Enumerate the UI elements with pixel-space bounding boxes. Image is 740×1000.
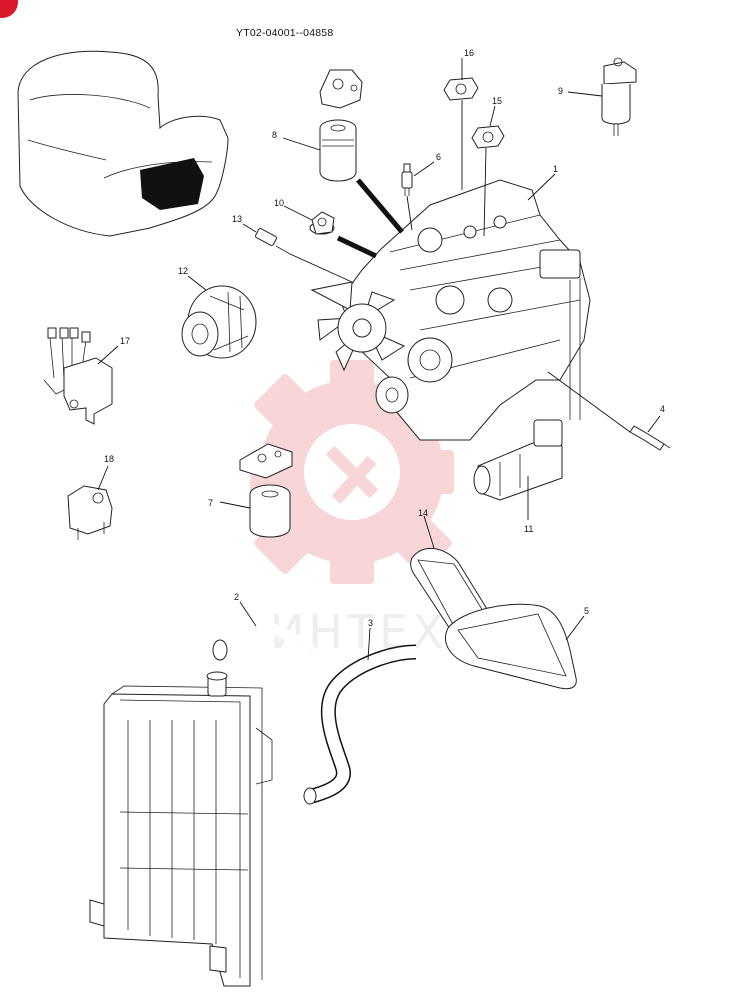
leader-arrow-8 (356, 178, 404, 234)
callout-12: 12 (178, 266, 188, 276)
callout-3: 3 (368, 618, 373, 628)
gasket-15 (471, 125, 505, 149)
leader-3 (367, 627, 371, 661)
callout-11: 11 (524, 524, 533, 534)
leader-10 (283, 205, 313, 221)
leader-13 (242, 223, 257, 233)
callout-18: 18 (104, 454, 114, 464)
callout-6: 6 (436, 152, 441, 162)
pressure-sensor-6 (401, 163, 413, 196)
callout-8: 8 (272, 130, 277, 140)
callout-14: 14 (418, 508, 428, 518)
leader-8 (282, 137, 321, 151)
gasket-16 (443, 77, 479, 101)
corner-badge (0, 0, 18, 18)
oil-filter-head (319, 69, 363, 109)
callout-15: 15 (492, 96, 502, 106)
radiator (89, 671, 273, 987)
callout-10: 10 (274, 198, 284, 208)
operator-seat (17, 50, 229, 237)
relay-18 (67, 485, 113, 540)
leader-17 (97, 345, 119, 365)
fuel-filter-7 (239, 443, 293, 538)
fan-belt-5-inner (457, 613, 567, 677)
fan-belt-5 (445, 603, 577, 690)
leader-9 (567, 91, 603, 97)
leader-2 (239, 601, 257, 627)
engine-fan (310, 281, 406, 372)
fuel-filter-9 (601, 57, 637, 136)
leader-6-down (406, 195, 413, 231)
relay-harness-17 (43, 327, 113, 425)
callout-4: 4 (660, 404, 665, 414)
radiator-hose-2 (212, 620, 316, 661)
callout-9: 9 (558, 86, 563, 96)
callout-2: 2 (234, 592, 239, 602)
leader-4 (647, 415, 661, 433)
thermostat-10 (309, 211, 335, 235)
alternator-12 (181, 285, 257, 359)
leader-1 (527, 173, 556, 201)
leader-18 (97, 465, 109, 491)
leader-15-top (489, 105, 496, 127)
callout-17: 17 (120, 336, 130, 346)
engine-assembly (310, 179, 591, 441)
leader-12 (187, 275, 207, 291)
callout-16: 16 (464, 48, 474, 58)
oil-filter (319, 119, 357, 182)
leader-6 (413, 161, 435, 177)
watermark-text: ИНТЕХ (270, 605, 448, 659)
document-code: YT02-04001--04858 (236, 27, 334, 39)
leader-15 (483, 147, 487, 237)
callout-13: 13 (232, 214, 242, 224)
water-temp-sensor-13 (255, 228, 291, 255)
radiator-hose-3 (303, 644, 417, 805)
callout-7: 7 (208, 498, 213, 508)
leader-13-to-engine (289, 253, 353, 283)
leader-14 (423, 515, 435, 549)
leader-5 (565, 615, 585, 641)
leader-arrow-10 (336, 235, 378, 259)
leader-7 (219, 501, 251, 509)
callout-1: 1 (553, 164, 558, 174)
leader-4-to-engine (547, 371, 631, 433)
starter-motor-11 (473, 419, 563, 501)
callout-5: 5 (584, 606, 589, 616)
